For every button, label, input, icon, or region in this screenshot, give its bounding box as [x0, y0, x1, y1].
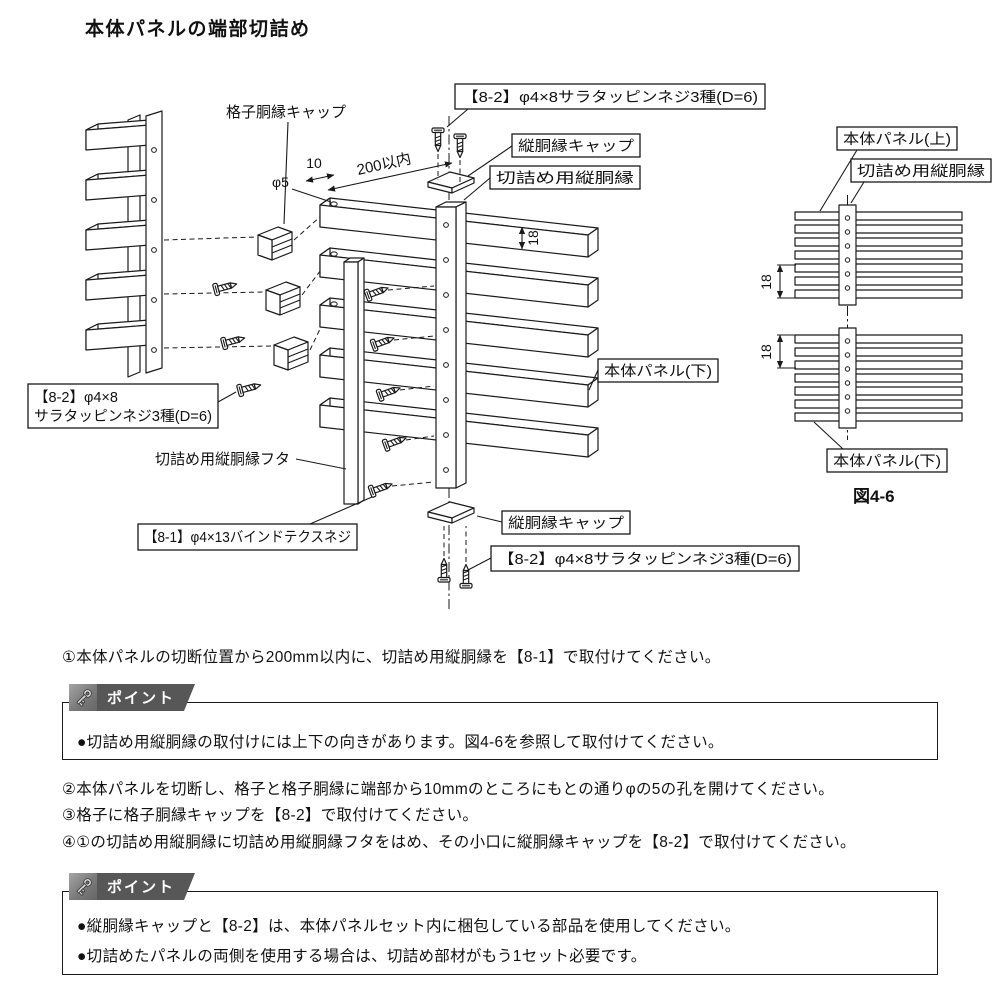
- screw-icon: [459, 563, 473, 589]
- label-panel-upper: 本体パネル(上): [843, 131, 951, 148]
- leader-lines: [217, 108, 865, 571]
- label-trim-batten: 切詰め用縦胴縁: [496, 170, 634, 187]
- point-box-2: ポイント ●縦胴縁キャップと【8-2】は、本体パネルセット内に梱包している部品を…: [62, 891, 938, 975]
- point-2-text-1: ●縦胴縁キャップと【8-2】は、本体パネルセット内に梱包している部品を使用してく…: [77, 918, 741, 935]
- dimension-10: 10: [306, 155, 322, 171]
- point-2-text-2: ●切詰めたパネルの両側を使用する場合は、切詰め部材がもう1セット必要です。: [77, 948, 647, 965]
- key-icon: [69, 873, 97, 900]
- assembly-diagram: 200以内 10 φ5 18: [27, 83, 992, 612]
- dimension-200: 200以内: [355, 150, 412, 179]
- page-title: 本体パネルの端部切詰め: [85, 19, 311, 40]
- screw-icon: [437, 557, 451, 583]
- trim-batten: [435, 201, 467, 489]
- instruction-step-4: ④①の切詰め用縦胴縁に切詰め用縦胴縁フタをはめ、その小口に縦胴縁キャップを【8-…: [62, 834, 856, 851]
- lower-panel-slats: [319, 197, 599, 458]
- screw-icon: [431, 127, 445, 153]
- lattice-cap-parts: [163, 207, 331, 398]
- vertical-batten-cap-bottom: [427, 501, 475, 524]
- label-screw-82-left-1: 【8-2】φ4×8: [34, 389, 118, 406]
- label-screw-81: 【8-1】φ4×13バインドテクスネジ: [144, 529, 351, 546]
- dimension-phi5: φ5: [272, 174, 289, 190]
- fastening-screws: [363, 127, 473, 589]
- upper-batten: [838, 204, 857, 306]
- point-tab: ポイント: [69, 684, 195, 711]
- dimension-18-upper: 18: [758, 274, 774, 290]
- lattice-cap-1: [257, 226, 293, 261]
- label-screw-82-left-2: サラタッピンネジ3種(D=6): [34, 408, 212, 425]
- lower-batten: [838, 327, 857, 429]
- key-icon: [69, 684, 97, 711]
- figure-caption: 図4-6: [853, 487, 895, 506]
- dimension-18: 18: [525, 230, 541, 246]
- label-panel-lower-right: 本体パネル(下): [833, 453, 941, 470]
- batten-cover: [343, 257, 365, 505]
- label-panel-lower-center: 本体パネル(下): [604, 363, 712, 380]
- vertical-batten-cap-top: [427, 171, 475, 194]
- screw-icon: [363, 281, 391, 303]
- point-box-1: ポイント ●切詰め用縦胴縁の取付けには上下の向きがあります。図4-6を参照して取…: [62, 702, 938, 760]
- label-trim-batten-right: 切詰め用縦胴縁: [857, 163, 985, 180]
- left-panel-assembly: [85, 110, 163, 378]
- label-batten-cap-bottom: 縦胴縁キャップ: [508, 515, 625, 532]
- dimension-18-lower: 18: [758, 344, 774, 360]
- figure-4-6: 18 18 図4-6: [758, 195, 963, 506]
- label-batten-cap-top: 縦胴縁キャップ: [518, 138, 635, 155]
- point-tab: ポイント: [69, 873, 195, 900]
- screw-icon: [453, 133, 467, 159]
- label-lattice-cap: 格子胴縁キャップ: [226, 104, 346, 121]
- point-1-text: ●切詰め用縦胴縁の取付けには上下の向きがあります。図4-6を参照して取付けてくだ…: [77, 734, 724, 751]
- label-screw-82-bottom: 【8-2】φ4×8サラタッピンネジ3種(D=6): [498, 551, 792, 568]
- lattice-cap-3: [273, 336, 309, 371]
- screw-icon: [235, 378, 263, 398]
- diagram-area: 200以内 10 φ5 18: [0, 50, 1000, 642]
- instruction-step-3: ③格子に格子胴縁キャップを【8-2】で取付けてください。: [62, 807, 479, 824]
- instruction-step-2: ②本体パネルを切断し、格子と格子胴縁に端部から10mmのところにもとの通りφの5…: [62, 781, 835, 798]
- part-labels: 格子胴縁キャップ 【8-2】φ4×8サラタッピンネジ3種(D=6) 縦胴縁キャッ…: [27, 83, 992, 572]
- lattice-cap-2: [265, 281, 301, 316]
- point-tab-label: ポイント: [107, 690, 176, 707]
- instruction-step-1: ①本体パネルの切断位置から200mm以内に、切詰め用縦胴縁を【8-1】で取付けて…: [62, 649, 721, 666]
- point-tab-label: ポイント: [107, 879, 176, 896]
- label-batten-cover: 切詰め用縦胴縁フタ: [155, 451, 290, 468]
- screw-icon: [367, 477, 395, 499]
- label-screw-82-top: 【8-2】φ4×8サラタッピンネジ3種(D=6): [462, 89, 758, 106]
